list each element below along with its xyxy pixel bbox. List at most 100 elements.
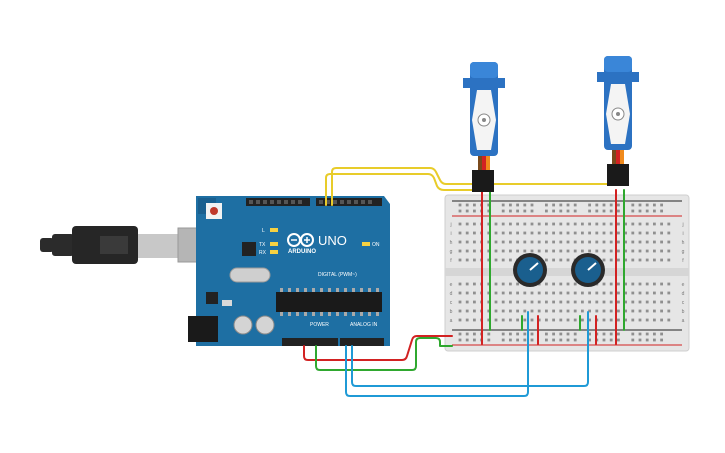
breadboard-hole[interactable] xyxy=(516,300,519,304)
breadboard-hole[interactable] xyxy=(602,231,606,235)
breadboard-hole[interactable] xyxy=(501,240,505,244)
breadboard-hole[interactable] xyxy=(595,222,599,226)
breadboard-hole[interactable] xyxy=(588,209,591,213)
breadboard-hole[interactable] xyxy=(530,240,534,244)
breadboard-hole[interactable] xyxy=(487,300,491,304)
breadboard-hole[interactable] xyxy=(545,222,548,226)
wire-gnd-to-rail[interactable] xyxy=(315,337,453,371)
breadboard-hole[interactable] xyxy=(660,249,663,253)
breadboard-hole[interactable] xyxy=(653,300,656,304)
breadboard-hole[interactable] xyxy=(501,318,505,322)
breadboard-hole[interactable] xyxy=(487,231,491,235)
breadboard-hole[interactable] xyxy=(660,203,663,207)
breadboard-hole[interactable] xyxy=(660,231,663,235)
breadboard-hole[interactable] xyxy=(667,282,671,286)
breadboard-hole[interactable] xyxy=(602,258,606,262)
breadboard-hole[interactable] xyxy=(530,222,534,226)
breadboard-hole[interactable] xyxy=(660,332,663,336)
breadboard-hole[interactable] xyxy=(624,318,627,322)
breadboard-hole[interactable] xyxy=(458,338,462,342)
servo-2[interactable] xyxy=(597,56,639,186)
breadboard-hole[interactable] xyxy=(516,291,519,295)
breadboard-hole[interactable] xyxy=(487,338,491,342)
breadboard-hole[interactable] xyxy=(530,309,534,313)
breadboard-hole[interactable] xyxy=(566,203,570,207)
breadboard-hole[interactable] xyxy=(595,240,599,244)
breadboard-hole[interactable] xyxy=(509,309,512,313)
breadboard-hole[interactable] xyxy=(523,338,527,342)
breadboard-hole[interactable] xyxy=(581,240,584,244)
potentiometer-1[interactable] xyxy=(513,253,550,316)
breadboard-hole[interactable] xyxy=(624,222,627,226)
breadboard-hole[interactable] xyxy=(638,249,642,253)
breadboard-hole[interactable] xyxy=(617,231,620,235)
breadboard-hole[interactable] xyxy=(552,240,555,244)
breadboard-hole[interactable] xyxy=(545,300,548,304)
breadboard-hole[interactable] xyxy=(609,332,613,336)
breadboard-hole[interactable] xyxy=(487,258,491,262)
breadboard-hole[interactable] xyxy=(631,332,635,336)
breadboard-hole[interactable] xyxy=(458,309,462,313)
breadboard-hole[interactable] xyxy=(624,291,627,295)
breadboard-hole[interactable] xyxy=(588,318,591,322)
breadboard-hole[interactable] xyxy=(473,258,476,262)
breadboard-hole[interactable] xyxy=(617,222,620,226)
breadboard-hole[interactable] xyxy=(653,318,656,322)
breadboard-hole[interactable] xyxy=(617,282,620,286)
breadboard-hole[interactable] xyxy=(501,300,505,304)
breadboard-hole[interactable] xyxy=(559,231,563,235)
breadboard-hole[interactable] xyxy=(638,240,642,244)
breadboard-hole[interactable] xyxy=(617,209,620,213)
breadboard-hole[interactable] xyxy=(566,282,570,286)
breadboard-hole[interactable] xyxy=(545,231,548,235)
breadboard-hole[interactable] xyxy=(494,222,498,226)
breadboard-hole[interactable] xyxy=(588,222,591,226)
breadboard-hole[interactable] xyxy=(458,231,462,235)
breadboard-hole[interactable] xyxy=(609,309,613,313)
breadboard-hole[interactable] xyxy=(624,258,627,262)
breadboard-hole[interactable] xyxy=(617,318,620,322)
breadboard-hole[interactable] xyxy=(523,309,527,313)
breadboard-hole[interactable] xyxy=(573,231,577,235)
breadboard-hole[interactable] xyxy=(602,203,606,207)
breadboard-hole[interactable] xyxy=(509,203,512,207)
breadboard-hole[interactable] xyxy=(566,258,570,262)
breadboard-hole[interactable] xyxy=(552,249,555,253)
breadboard-hole[interactable] xyxy=(501,209,505,213)
breadboard-hole[interactable] xyxy=(667,231,671,235)
breadboard-hole[interactable] xyxy=(494,282,498,286)
breadboard-hole[interactable] xyxy=(581,249,584,253)
breadboard-hole[interactable] xyxy=(501,258,505,262)
breadboard-hole[interactable] xyxy=(595,231,599,235)
breadboard-hole[interactable] xyxy=(602,222,606,226)
breadboard-hole[interactable] xyxy=(667,318,671,322)
breadboard-hole[interactable] xyxy=(516,338,519,342)
breadboard-hole[interactable] xyxy=(509,209,512,213)
breadboard-hole[interactable] xyxy=(530,332,534,336)
breadboard-hole[interactable] xyxy=(573,300,577,304)
breadboard-hole[interactable] xyxy=(609,318,613,322)
breadboard-hole[interactable] xyxy=(552,300,555,304)
breadboard-hole[interactable] xyxy=(545,282,548,286)
breadboard-hole[interactable] xyxy=(523,209,527,213)
breadboard-hole[interactable] xyxy=(609,338,613,342)
breadboard-hole[interactable] xyxy=(645,249,649,253)
breadboard-hole[interactable] xyxy=(501,282,505,286)
breadboard-hole[interactable] xyxy=(638,291,642,295)
breadboard-hole[interactable] xyxy=(537,240,541,244)
breadboard-hole[interactable] xyxy=(660,222,663,226)
breadboard-hole[interactable] xyxy=(552,309,555,313)
breadboard-hole[interactable] xyxy=(530,209,534,213)
breadboard-hole[interactable] xyxy=(465,209,469,213)
breadboard-hole[interactable] xyxy=(487,249,491,253)
breadboard-hole[interactable] xyxy=(545,249,548,253)
breadboard-hole[interactable] xyxy=(602,318,606,322)
breadboard-hole[interactable] xyxy=(595,203,599,207)
breadboard-hole[interactable] xyxy=(566,332,570,336)
breadboard-hole[interactable] xyxy=(545,309,548,313)
breadboard-hole[interactable] xyxy=(617,249,620,253)
breadboard-hole[interactable] xyxy=(617,240,620,244)
breadboard-hole[interactable] xyxy=(516,309,519,313)
breadboard-hole[interactable] xyxy=(573,249,577,253)
breadboard-hole[interactable] xyxy=(581,291,584,295)
